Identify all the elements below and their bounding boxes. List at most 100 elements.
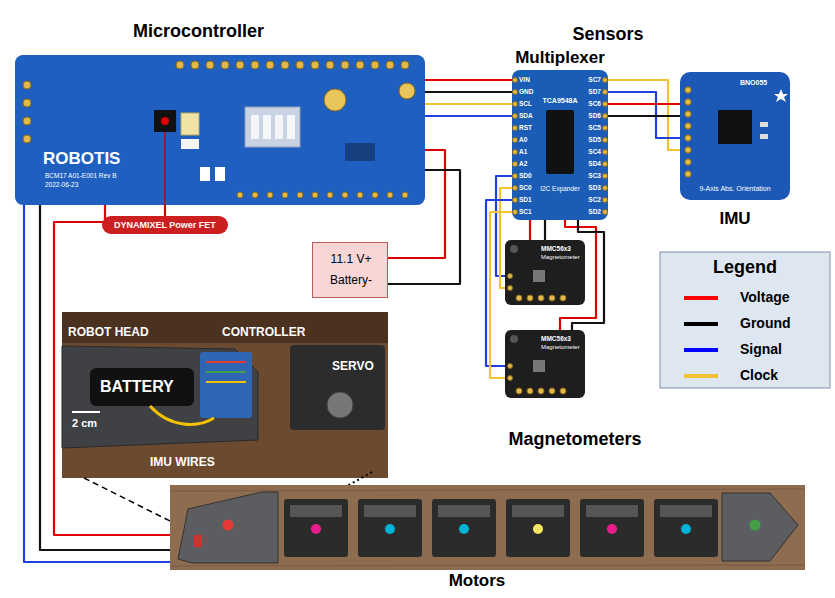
legend-swatch [684, 374, 718, 378]
resistor [181, 139, 199, 149]
sensor-chip [533, 270, 545, 282]
bottom-pad [312, 192, 318, 198]
pin-pad [513, 186, 518, 191]
servo-module [654, 499, 718, 557]
connector-block [245, 107, 300, 147]
wire [608, 80, 680, 150]
header-pad [266, 61, 274, 69]
component [760, 122, 768, 127]
node-text: Battery- [330, 274, 372, 286]
wood-grain [170, 565, 805, 566]
pin-label: SD6 [588, 113, 601, 120]
fet-marker [161, 117, 169, 125]
header-pad [311, 61, 319, 69]
pin-label: A2 [519, 161, 527, 168]
pin-pad [513, 102, 518, 107]
node-text: MMC56x3 [541, 246, 571, 253]
pin-pad [549, 295, 555, 301]
pin-pad [549, 388, 555, 394]
node-text: IMU [719, 210, 750, 227]
pin-pad [513, 150, 518, 155]
pin-pad [603, 198, 608, 203]
node-text: 9-Axis Abs. Orientation [699, 185, 770, 192]
servo-bracket [660, 505, 712, 517]
bottom-pad [267, 192, 273, 198]
wire [529, 220, 531, 240]
legend-row: Voltage [660, 290, 830, 306]
header-pad [221, 61, 229, 69]
node-text: BNO055 [740, 79, 767, 86]
photo-background [62, 312, 388, 478]
servo-body [290, 345, 385, 430]
pin-pad [603, 162, 608, 167]
marker-dot [533, 524, 543, 534]
pin-pad [508, 286, 513, 291]
pin-pad [603, 102, 608, 107]
pin-pad [603, 210, 608, 215]
servo-bracket [512, 505, 564, 517]
pin-pad [538, 295, 544, 301]
fet-leader [164, 132, 166, 205]
header-pad [401, 61, 409, 69]
bottom-pad [297, 192, 303, 198]
servo-module [506, 499, 570, 557]
node-text: Multiplexer [515, 49, 605, 66]
pin-label: SD0 [519, 173, 532, 180]
pin-pad [685, 159, 691, 165]
servo-module [432, 499, 496, 557]
pin-label: VIN [519, 77, 530, 84]
controller-wire [206, 371, 246, 373]
group-heading: Sensors [572, 25, 643, 43]
servo-bracket [290, 505, 342, 517]
wire [608, 115, 680, 117]
servo-module [284, 499, 348, 557]
pin-pad [513, 126, 518, 131]
pin-label: A0 [519, 137, 527, 144]
wire [608, 92, 680, 138]
pin-pad [513, 198, 518, 203]
node-text: I2C Expander [540, 186, 580, 193]
power-connector [215, 167, 225, 181]
side-pad [23, 81, 31, 89]
pin-pad [527, 295, 533, 301]
pin-label: SC3 [588, 173, 601, 180]
controller-board [200, 352, 252, 418]
pin-label: SDA [519, 113, 533, 120]
fet-chip [154, 110, 176, 132]
header-pad [281, 61, 289, 69]
mux-chip [546, 110, 574, 174]
pin-pad [603, 114, 608, 119]
node-text: DYNAMIXEL Power FET [114, 221, 216, 230]
imu-cable [150, 406, 214, 424]
mounting-hole [510, 245, 518, 253]
wire [40, 205, 170, 550]
header-pad [386, 61, 394, 69]
photo-label: BATTERY [100, 379, 174, 395]
wire [425, 115, 512, 117]
node-text: ROBOTIS [43, 150, 120, 167]
pin-label: SC5 [588, 125, 601, 132]
wire [425, 79, 512, 81]
marker-dot [681, 524, 691, 534]
side-pad [23, 135, 31, 143]
node-text: Motors [449, 572, 506, 589]
robot-head [178, 492, 278, 563]
scale-bar [72, 411, 100, 413]
servo-bracket [438, 505, 490, 517]
header-pad [236, 61, 244, 69]
bottom-pad [237, 192, 243, 198]
pin-pad [603, 90, 608, 95]
photo-label: SERVO [332, 360, 374, 372]
pin-pad [685, 171, 691, 177]
pin-label: SD2 [588, 209, 601, 216]
pin-pad [603, 174, 608, 179]
pin-label: SD4 [588, 161, 601, 168]
node-text: TCA9548A [542, 97, 577, 104]
robot-tail [722, 493, 798, 561]
node-text: 2022-06-23 [45, 182, 78, 189]
servo-module [358, 499, 422, 557]
pin-label: SC2 [588, 197, 601, 204]
connector-pin [275, 115, 283, 139]
header-pad [371, 61, 379, 69]
pin-label: SD5 [588, 137, 601, 144]
